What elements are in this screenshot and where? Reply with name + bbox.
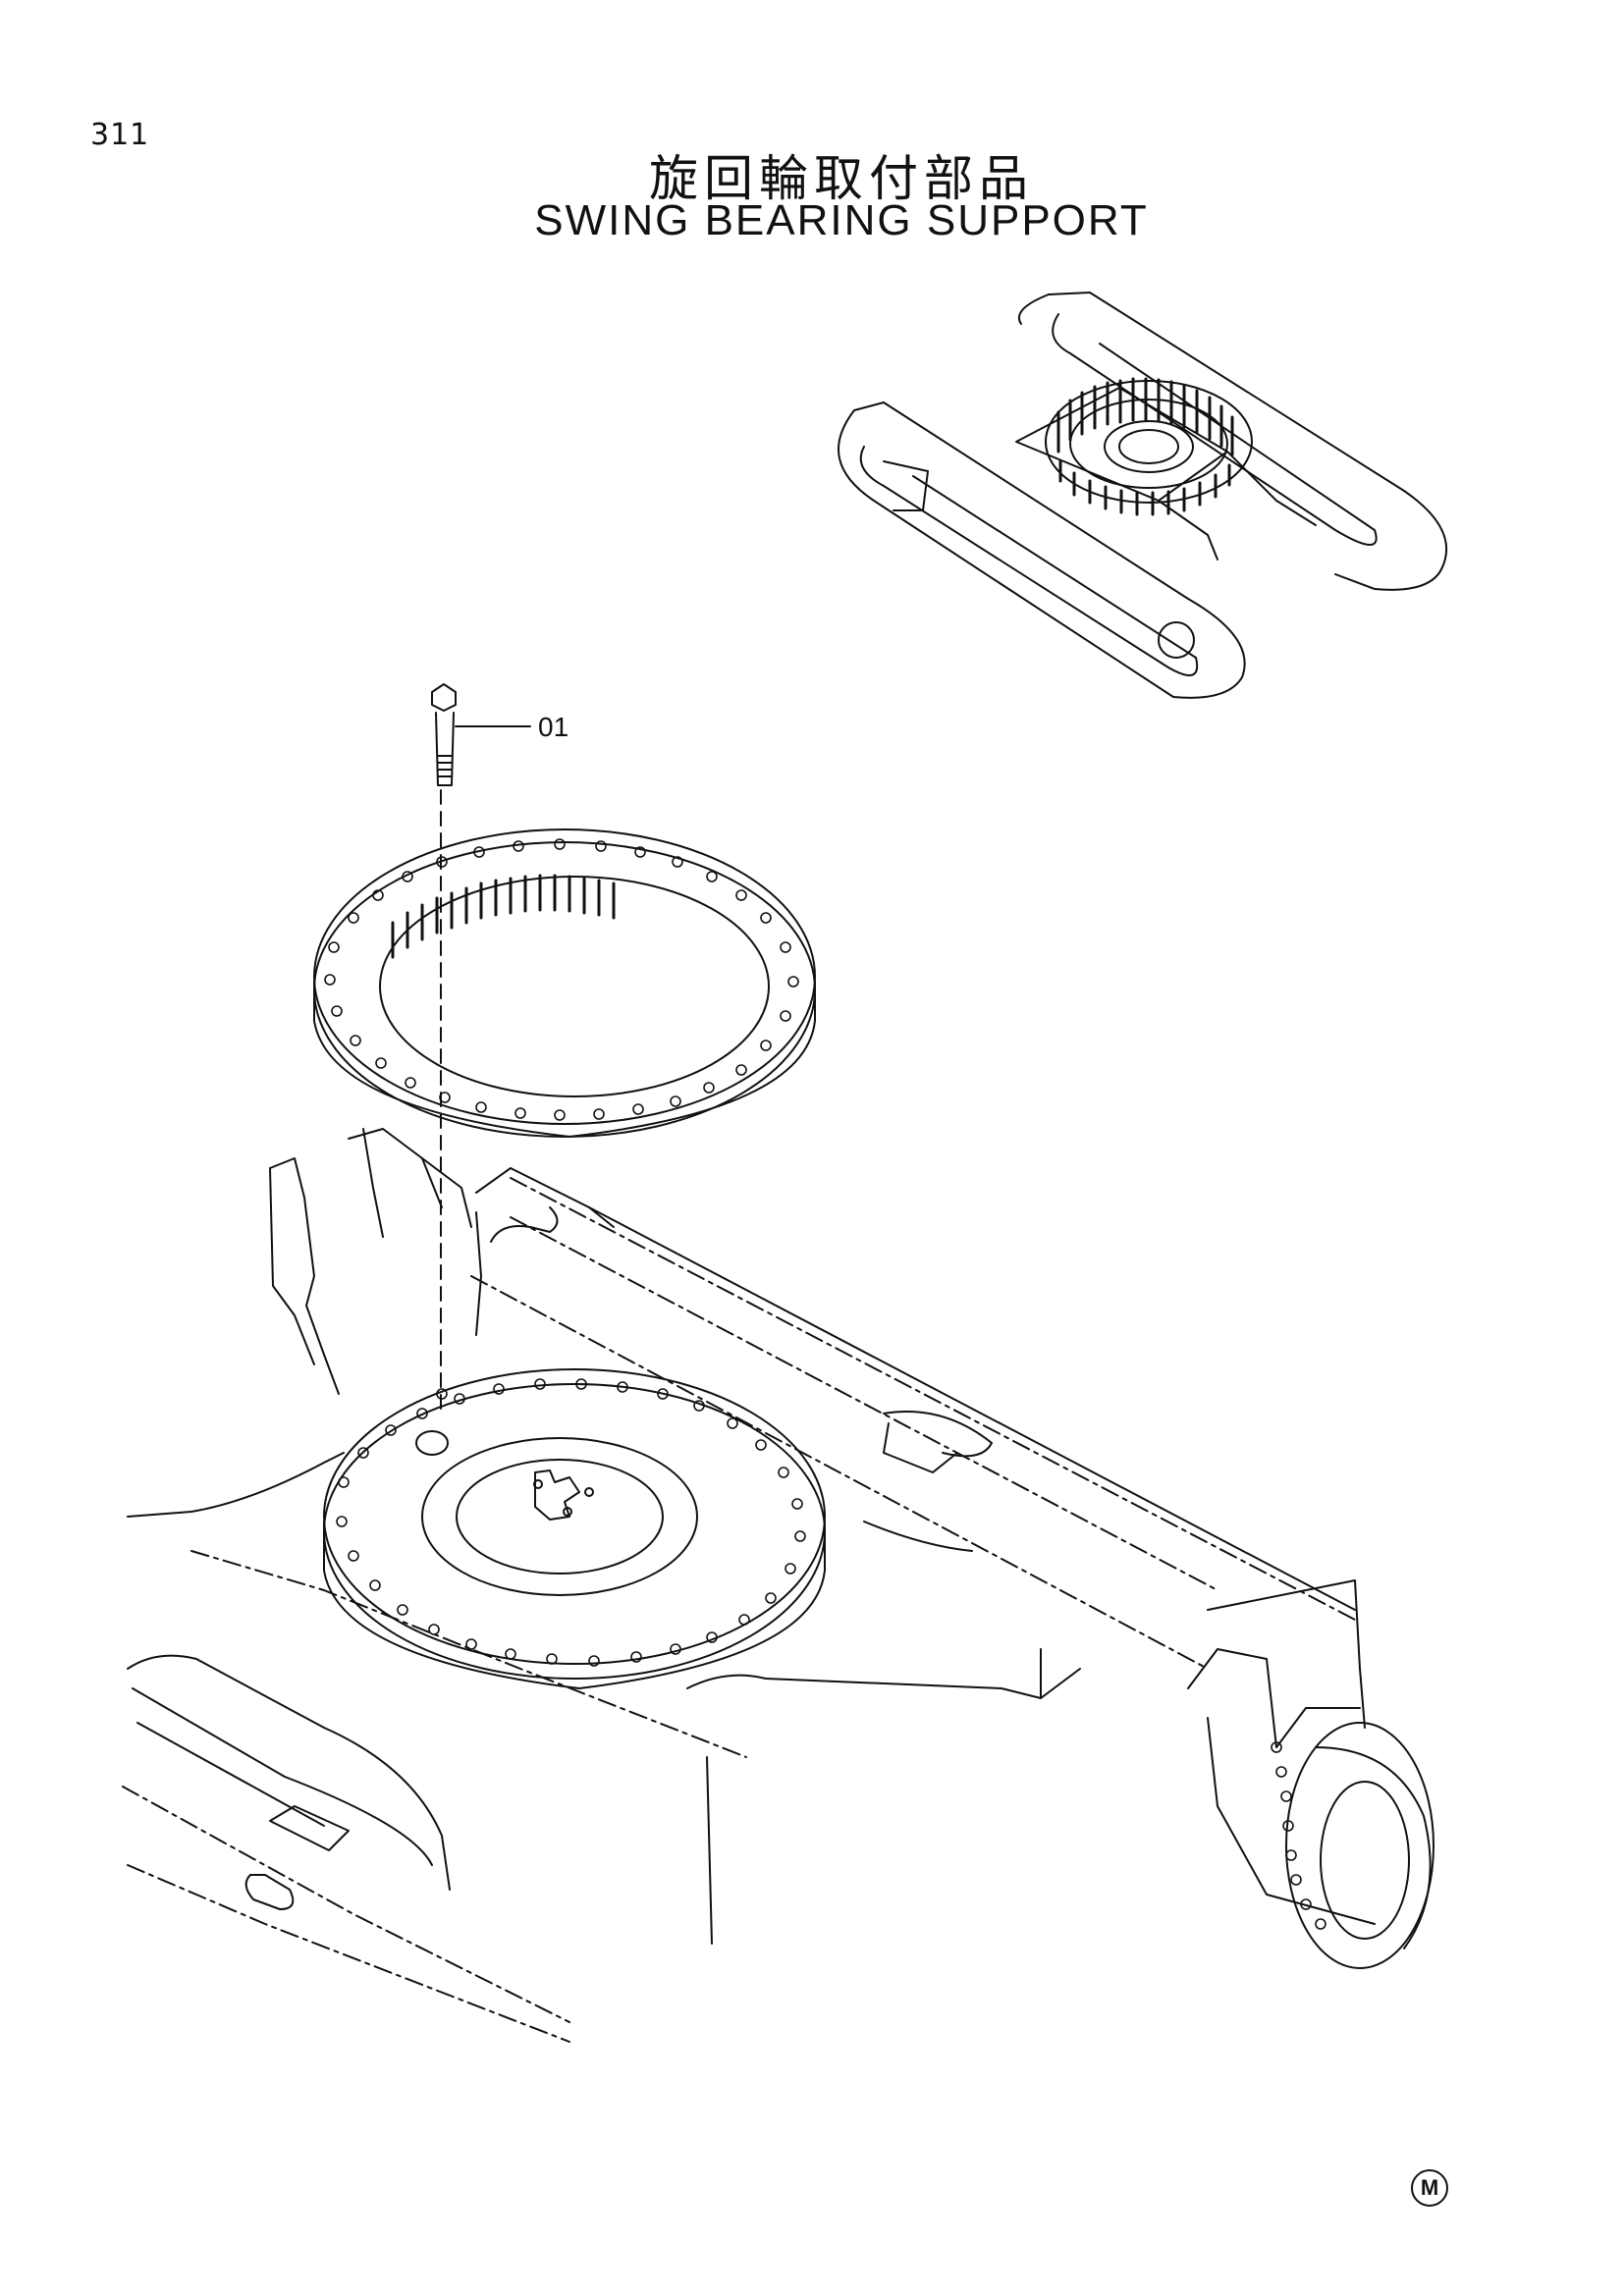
bearing-bolt-holes: [324, 838, 799, 1121]
undercarriage-assembly: [838, 292, 1448, 699]
bolt-part-01: [431, 683, 531, 1415]
manufacturer-mark: M: [1411, 2169, 1448, 2207]
page-number: 311: [90, 118, 150, 152]
title-japanese: 旋回輪取付部品: [649, 150, 1034, 207]
upper-frame: [122, 1128, 1435, 2043]
swing-bearing-ring: [313, 828, 816, 1138]
front-bracket-holes: [1271, 1741, 1326, 1930]
callout-label-01: 01: [538, 712, 568, 742]
title-english: SWING BEARING SUPPORT: [534, 196, 1149, 244]
frame-ring-bolt-holes: [336, 1378, 806, 1667]
